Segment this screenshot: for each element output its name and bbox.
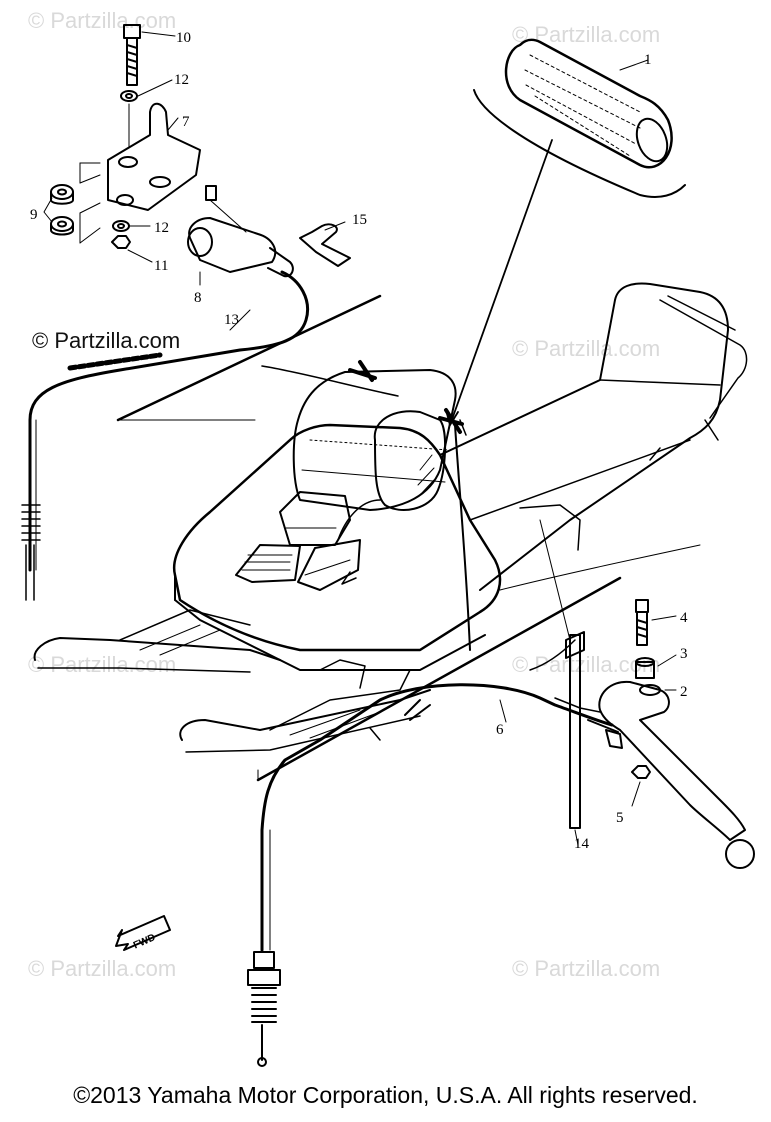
callout-13: 13 — [224, 312, 239, 328]
callout-11: 11 — [154, 258, 168, 274]
callout-5: 5 — [616, 810, 624, 826]
snowmobile-body — [33, 282, 748, 753]
fwd-arrow-icon — [115, 915, 171, 951]
callout-1: 1 — [644, 52, 652, 68]
watermark-top-left: © Partzilla.com — [28, 8, 177, 33]
leader-line — [449, 139, 553, 426]
callout-15: 15 — [352, 212, 367, 228]
watermark-top-right: © Partzilla.com — [512, 22, 661, 47]
watermark-lower-left: © Partzilla.com — [28, 652, 177, 677]
brake-lever-assembly — [247, 576, 755, 1067]
throttle-cable — [21, 270, 309, 601]
callout-labels: 1 2 3 4 5 6 7 8 9 10 11 12 12 13 14 15 — [30, 30, 688, 852]
copyright-text: ©2013 Yamaha Motor Corporation, U.S.A. A… — [73, 1082, 698, 1108]
handlebar-grip — [473, 38, 686, 198]
watermark-bottom-right: © Partzilla.com — [512, 956, 661, 981]
throttle-bracket-assembly — [43, 24, 351, 286]
callout-4: 4 — [680, 610, 688, 626]
watermark-mid-right: © Partzilla.com — [512, 336, 661, 361]
callout-2: 2 — [680, 684, 688, 700]
callout-10: 10 — [176, 30, 191, 46]
callout-3: 3 — [680, 646, 688, 662]
callout-14: 14 — [574, 836, 590, 852]
watermark-bottom-left: © Partzilla.com — [28, 956, 177, 981]
callout-7: 7 — [182, 114, 190, 130]
callout-12a: 12 — [174, 72, 189, 88]
watermark-main: © Partzilla.com — [32, 328, 181, 353]
callout-6: 6 — [496, 722, 504, 738]
callout-9: 9 — [30, 207, 38, 223]
fwd-label: FWD — [132, 932, 157, 951]
callout-12b: 12 — [154, 220, 169, 236]
callout-8: 8 — [194, 290, 202, 306]
